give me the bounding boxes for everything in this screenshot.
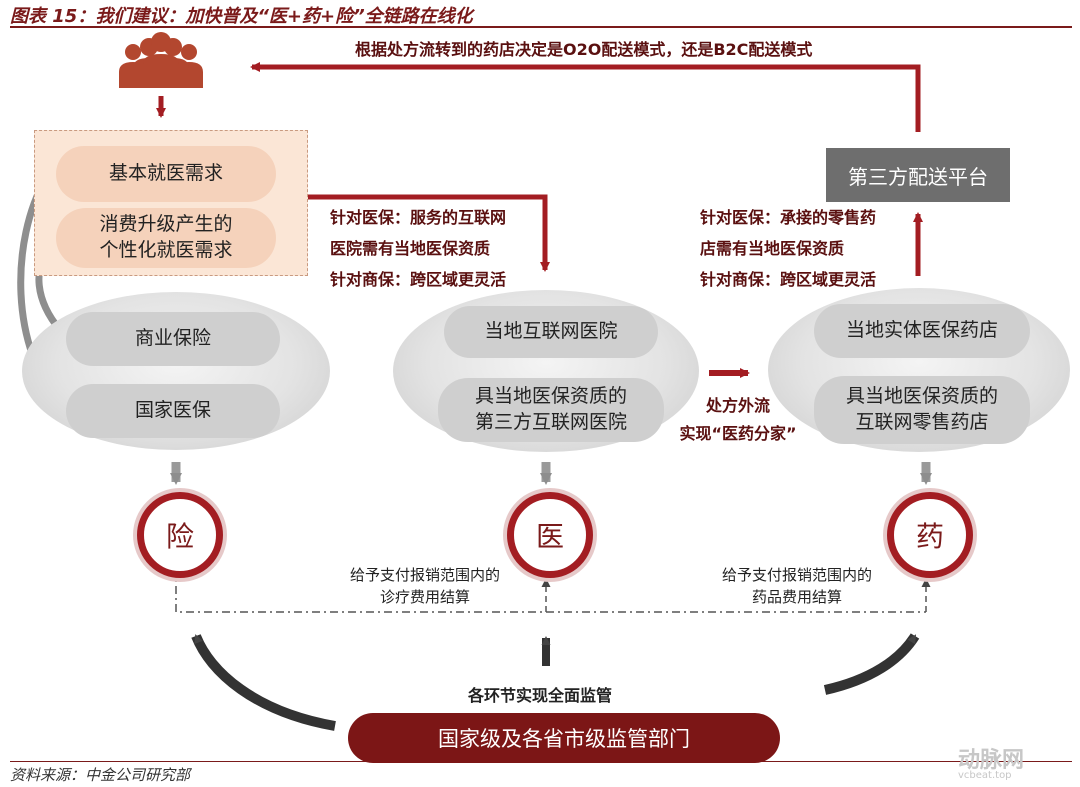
delivery-platform-box: 第三方配送平台 (826, 148, 1010, 202)
pharmacy-note-line: 针对商保：跨区域更灵活 (700, 270, 877, 289)
settlement-line: 诊疗费用结算 (379, 588, 470, 606)
hospital-note-line: 针对医保：服务的互联网 (330, 208, 507, 227)
national-insurance-pill: 国家医保 (66, 384, 280, 438)
watermark-logo: 动脉网 vcbeat.top (958, 742, 1024, 781)
prescription-line: 处方外流 (705, 396, 770, 415)
personalized-demand-pill: 消费升级产生的 个性化就医需求 (56, 208, 276, 268)
hospital-note-line: 针对商保：跨区域更灵活 (330, 270, 507, 289)
hospital-note: 针对医保：服务的互联网 医院需有当地医保资质 针对商保：跨区域更灵活 (330, 202, 506, 295)
settlement-line: 药品费用结算 (751, 588, 842, 606)
internet-pharmacy-pill: 具当地医保资质的 互联网零售药店 (814, 376, 1030, 444)
pharmacy-note-line: 店需有当地医保资质 (700, 239, 845, 258)
medical-settlement-label: 给予支付报销范围内的 诊疗费用结算 (330, 564, 520, 608)
supervision-left-curve-arrow (191, 634, 336, 731)
commercial-insurance-pill: 商业保险 (66, 312, 280, 366)
settlement-line: 给予支付报销范围内的 (721, 566, 872, 584)
hospital-badge: 医 (507, 492, 593, 578)
pharmacy-badge: 药 (887, 492, 973, 578)
local-pharmacy-pill: 当地实体医保药店 (814, 304, 1030, 358)
basic-demand-pill: 基本就医需求 (56, 146, 276, 202)
drug-settlement-label: 给予支付报销范围内的 药品费用结算 (702, 564, 892, 608)
settlement-line: 给予支付报销范围内的 (349, 566, 500, 584)
supervision-right-curve-arrow (823, 633, 920, 695)
title-rule (10, 26, 1072, 28)
source-note: 资料来源：中金公司研究部 (10, 766, 191, 784)
figure-title: 图表 15：我们建议：加快普及“医+药+险”全链路在线化 (10, 6, 473, 27)
supervision-text: 各环节实现全面监管 (468, 686, 613, 705)
watermark-text: 动脉网 (958, 748, 1025, 773)
prescription-note: 处方外流 实现“医药分家” (668, 392, 808, 448)
top-flow-arrow (250, 62, 921, 132)
prescription-line: 实现“医药分家” (679, 424, 797, 443)
delivery-mode-text: 根据处方流转到的药店决定是O2O配送模式，还是B2C配送模式 (355, 40, 813, 59)
settlement-dashed-line (175, 568, 926, 613)
people-group-icon (119, 32, 203, 88)
pharmacy-note-line: 针对医保：承接的零售药 (700, 208, 877, 227)
local-internet-hospital-pill: 当地互联网医院 (444, 306, 658, 358)
watermark-subtext: vcbeat.top (958, 770, 1012, 781)
third-party-hospital-pill: 具当地医保资质的 第三方互联网医院 (438, 378, 664, 442)
insurance-badge: 险 (137, 492, 223, 578)
hospital-note-line: 医院需有当地医保资质 (330, 239, 491, 258)
regulator-bar: 国家级及各省市级监管部门 (348, 713, 780, 763)
pharmacy-note: 针对医保：承接的零售药 店需有当地医保资质 针对商保：跨区域更灵活 (700, 202, 876, 295)
demand-to-hospital-arrow (306, 194, 550, 272)
